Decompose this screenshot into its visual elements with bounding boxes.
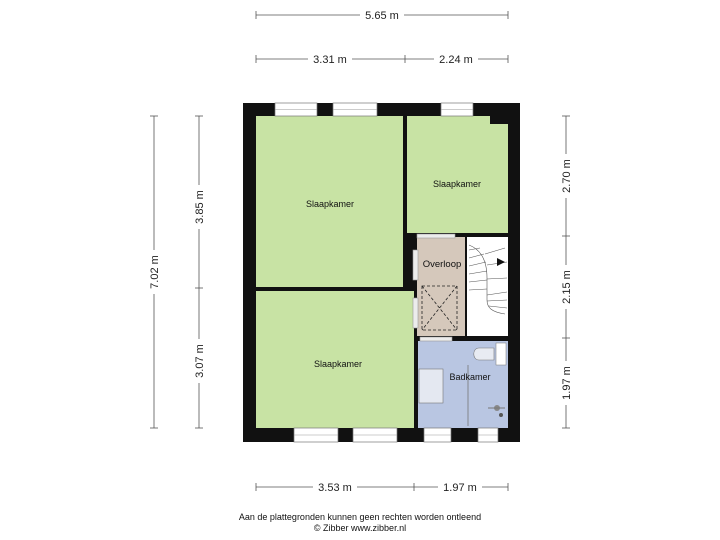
dim-top-right: 2.24 m — [439, 54, 473, 66]
dim-top-total: 5.65 m — [365, 10, 399, 22]
footer-disclaimer: Aan de plattegronden kunnen geen rechten… — [238, 512, 482, 522]
label-bedroom-top-left: Slaapkamer — [306, 199, 354, 209]
door-openings — [412, 233, 456, 342]
dim-left-upper: 3.85 m — [194, 190, 206, 224]
stair-area — [467, 237, 508, 336]
room-landing — [417, 237, 465, 336]
staircase — [468, 244, 508, 315]
toilet-icon — [473, 347, 495, 361]
dim-right-top: 2.70 m — [561, 159, 573, 193]
room-bedroom-top-left — [256, 116, 403, 287]
room-bedroom-bottom-left — [256, 291, 414, 428]
label-bedroom-top-right: Slaapkamer — [433, 179, 481, 189]
footer-credit: © Zibber www.zibber.nl — [313, 523, 407, 533]
dim-left-lower: 3.07 m — [194, 344, 206, 378]
dim-bottom-left: 3.53 m — [318, 482, 352, 494]
stair-arrow-icon — [497, 258, 505, 266]
dim-bottom-right: 1.97 m — [443, 482, 477, 494]
loft-hatch — [421, 285, 458, 331]
drain-icon — [499, 413, 503, 417]
dim-left-total: 7.02 m — [149, 255, 161, 289]
dim-top-left: 3.31 m — [313, 54, 347, 66]
sink-icon — [418, 368, 444, 404]
label-bathroom: Badkamer — [449, 372, 490, 382]
label-bedroom-bottom-left: Slaapkamer — [314, 359, 362, 369]
bathroom-fixtures — [418, 342, 507, 426]
dim-right-mid: 2.15 m — [561, 270, 573, 304]
room-bedroom-top-right — [407, 116, 508, 233]
label-landing: Overloop — [423, 259, 462, 270]
dimension-labels: 5.65 m 3.31 m 2.24 m 3.53 m 1.97 m 7.02 … — [147, 8, 573, 494]
dim-right-bottom: 1.97 m — [561, 366, 573, 400]
